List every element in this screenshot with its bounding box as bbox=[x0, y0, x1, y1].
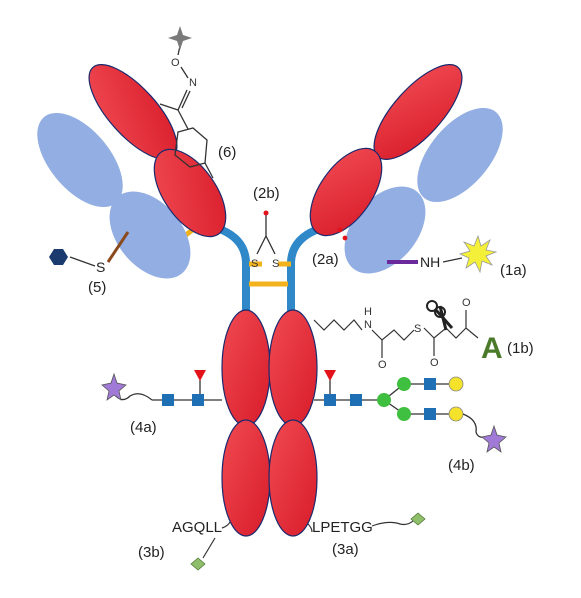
light-chain-left-vl bbox=[37, 112, 123, 208]
hinge-right bbox=[287, 226, 320, 314]
light-chain-left-cl bbox=[109, 191, 191, 279]
heavy-chain-left-ch2 bbox=[221, 309, 271, 427]
label-4b: (4b) bbox=[448, 457, 475, 474]
label-3a: (3a) bbox=[332, 541, 359, 558]
linker-h-atom: H bbox=[364, 306, 372, 318]
s5-linker bbox=[106, 231, 130, 263]
heavy-chain-right-ch2 bbox=[268, 309, 318, 427]
hinge-left bbox=[218, 226, 250, 314]
sulfur-left: S bbox=[251, 258, 258, 270]
glycan-right bbox=[314, 370, 491, 438]
glycan-left bbox=[113, 370, 222, 406]
payload-a: A bbox=[481, 332, 503, 365]
label-1b: (1b) bbox=[507, 340, 534, 357]
heavy-chain-left-ch1 bbox=[153, 148, 227, 238]
star-icon bbox=[101, 372, 127, 401]
star-icon bbox=[481, 424, 507, 453]
scissors-icon bbox=[426, 300, 454, 331]
cleavable-linker-1b: H N O S O O bbox=[313, 297, 479, 371]
label-2a: (2a) bbox=[312, 251, 339, 268]
label-4a: (4a) bbox=[130, 419, 157, 436]
light-chain-right-vl bbox=[417, 107, 503, 203]
nh-atom: NH bbox=[420, 254, 440, 270]
linker-s-atom: S bbox=[414, 323, 421, 335]
conjugation-dot-2 bbox=[342, 235, 348, 241]
linker-o1-atom: O bbox=[378, 359, 387, 371]
label-5: (5) bbox=[88, 279, 106, 296]
heavy-chain-right-ch3 bbox=[268, 419, 318, 537]
label-2b: (2b) bbox=[253, 185, 280, 202]
heavy-chain-left-ch3 bbox=[221, 419, 271, 537]
star-icon bbox=[168, 26, 192, 50]
peptide-left: AGQLL bbox=[172, 519, 222, 536]
oxime-n-atom: N bbox=[189, 77, 197, 89]
oxime-linker-6: N O bbox=[159, 45, 214, 179]
diamond-icon bbox=[410, 512, 426, 526]
diamond-icon bbox=[190, 557, 206, 571]
linker-o3-atom: O bbox=[462, 297, 471, 309]
bridging-linker-2b: S S bbox=[251, 210, 279, 270]
linker-o2-atom: O bbox=[430, 357, 439, 369]
sulfur-right: S bbox=[272, 258, 279, 270]
hexagon-icon bbox=[49, 249, 68, 265]
label-1a: (1a) bbox=[500, 262, 527, 279]
heavy-chain-right-ch1 bbox=[309, 147, 383, 237]
oxime-o-atom: O bbox=[171, 57, 180, 69]
star-burst-icon bbox=[458, 234, 498, 274]
label-3b: (3b) bbox=[138, 544, 165, 561]
peptide-right: LPETGG bbox=[312, 519, 373, 536]
conjugation-dot-1 bbox=[337, 227, 343, 233]
s5-atom: S bbox=[96, 259, 105, 275]
linker-n-atom: N bbox=[364, 319, 372, 331]
label-6: (6) bbox=[218, 144, 236, 161]
